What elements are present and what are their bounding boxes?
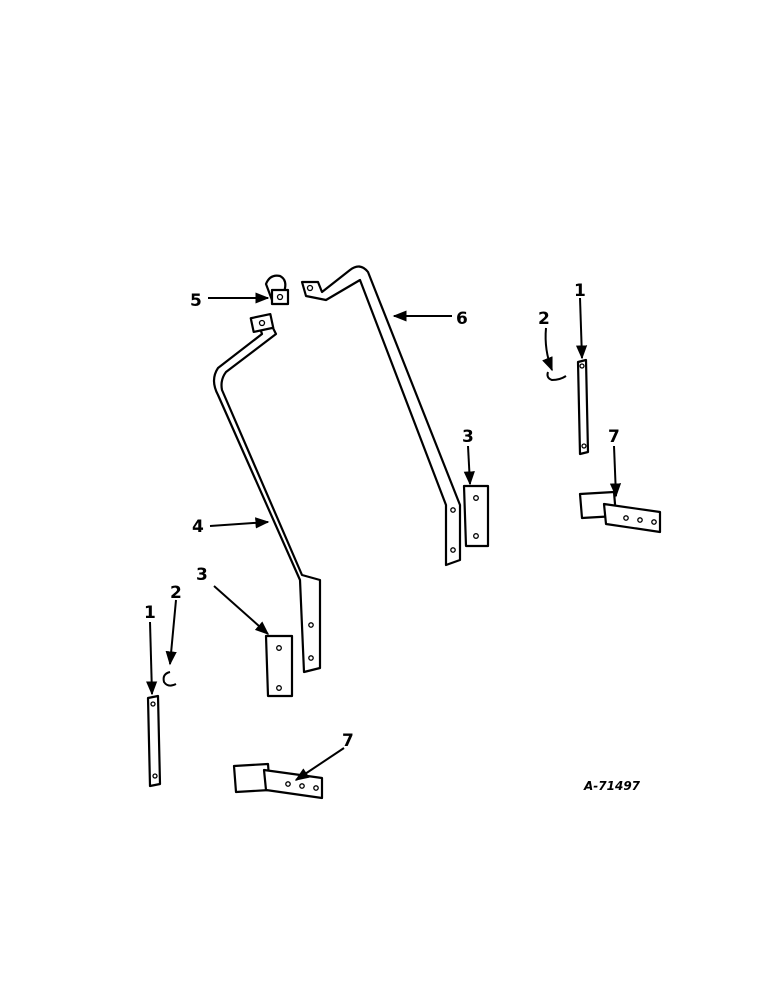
callout-7-bottom: 7	[342, 731, 354, 751]
callout-3-right: 3	[462, 427, 474, 447]
callout-1-left: 1	[144, 603, 156, 623]
callout-2-right: 2	[538, 309, 550, 329]
leader-7-right	[609, 445, 622, 498]
callout-3-left: 3	[196, 565, 208, 585]
leader-7-bottom	[294, 747, 345, 781]
part-5-shackle	[264, 274, 290, 306]
leader-1-right	[575, 297, 588, 360]
leader-1-left	[146, 621, 158, 696]
part-7-bottom-bracket	[232, 762, 324, 800]
part-6-right-brace	[300, 265, 462, 567]
part-1-right-strap	[576, 358, 590, 456]
part-1-left-strap	[146, 694, 162, 788]
reference-code: A-71497	[583, 779, 641, 793]
part-3-left-plate	[264, 634, 294, 698]
part-2-left-clip	[162, 671, 177, 687]
part-4-left-brace	[212, 312, 322, 674]
leader-lines	[146, 292, 622, 781]
callout-2-left: 2	[170, 583, 182, 603]
leader-2-right	[542, 327, 553, 372]
callout-7-right: 7	[608, 427, 620, 447]
part-7-right-bracket	[578, 490, 662, 534]
callout-5: 5	[190, 291, 202, 311]
callout-4: 4	[192, 517, 204, 537]
part-3-right-plate	[462, 484, 490, 548]
leader-3-right	[463, 445, 475, 486]
callout-1-right: 1	[574, 281, 586, 301]
leader-2-left	[165, 599, 177, 666]
leader-4	[209, 517, 270, 529]
callout-6: 6	[456, 309, 468, 329]
leader-3-left	[213, 585, 270, 635]
part-2-right-clip	[546, 371, 567, 382]
